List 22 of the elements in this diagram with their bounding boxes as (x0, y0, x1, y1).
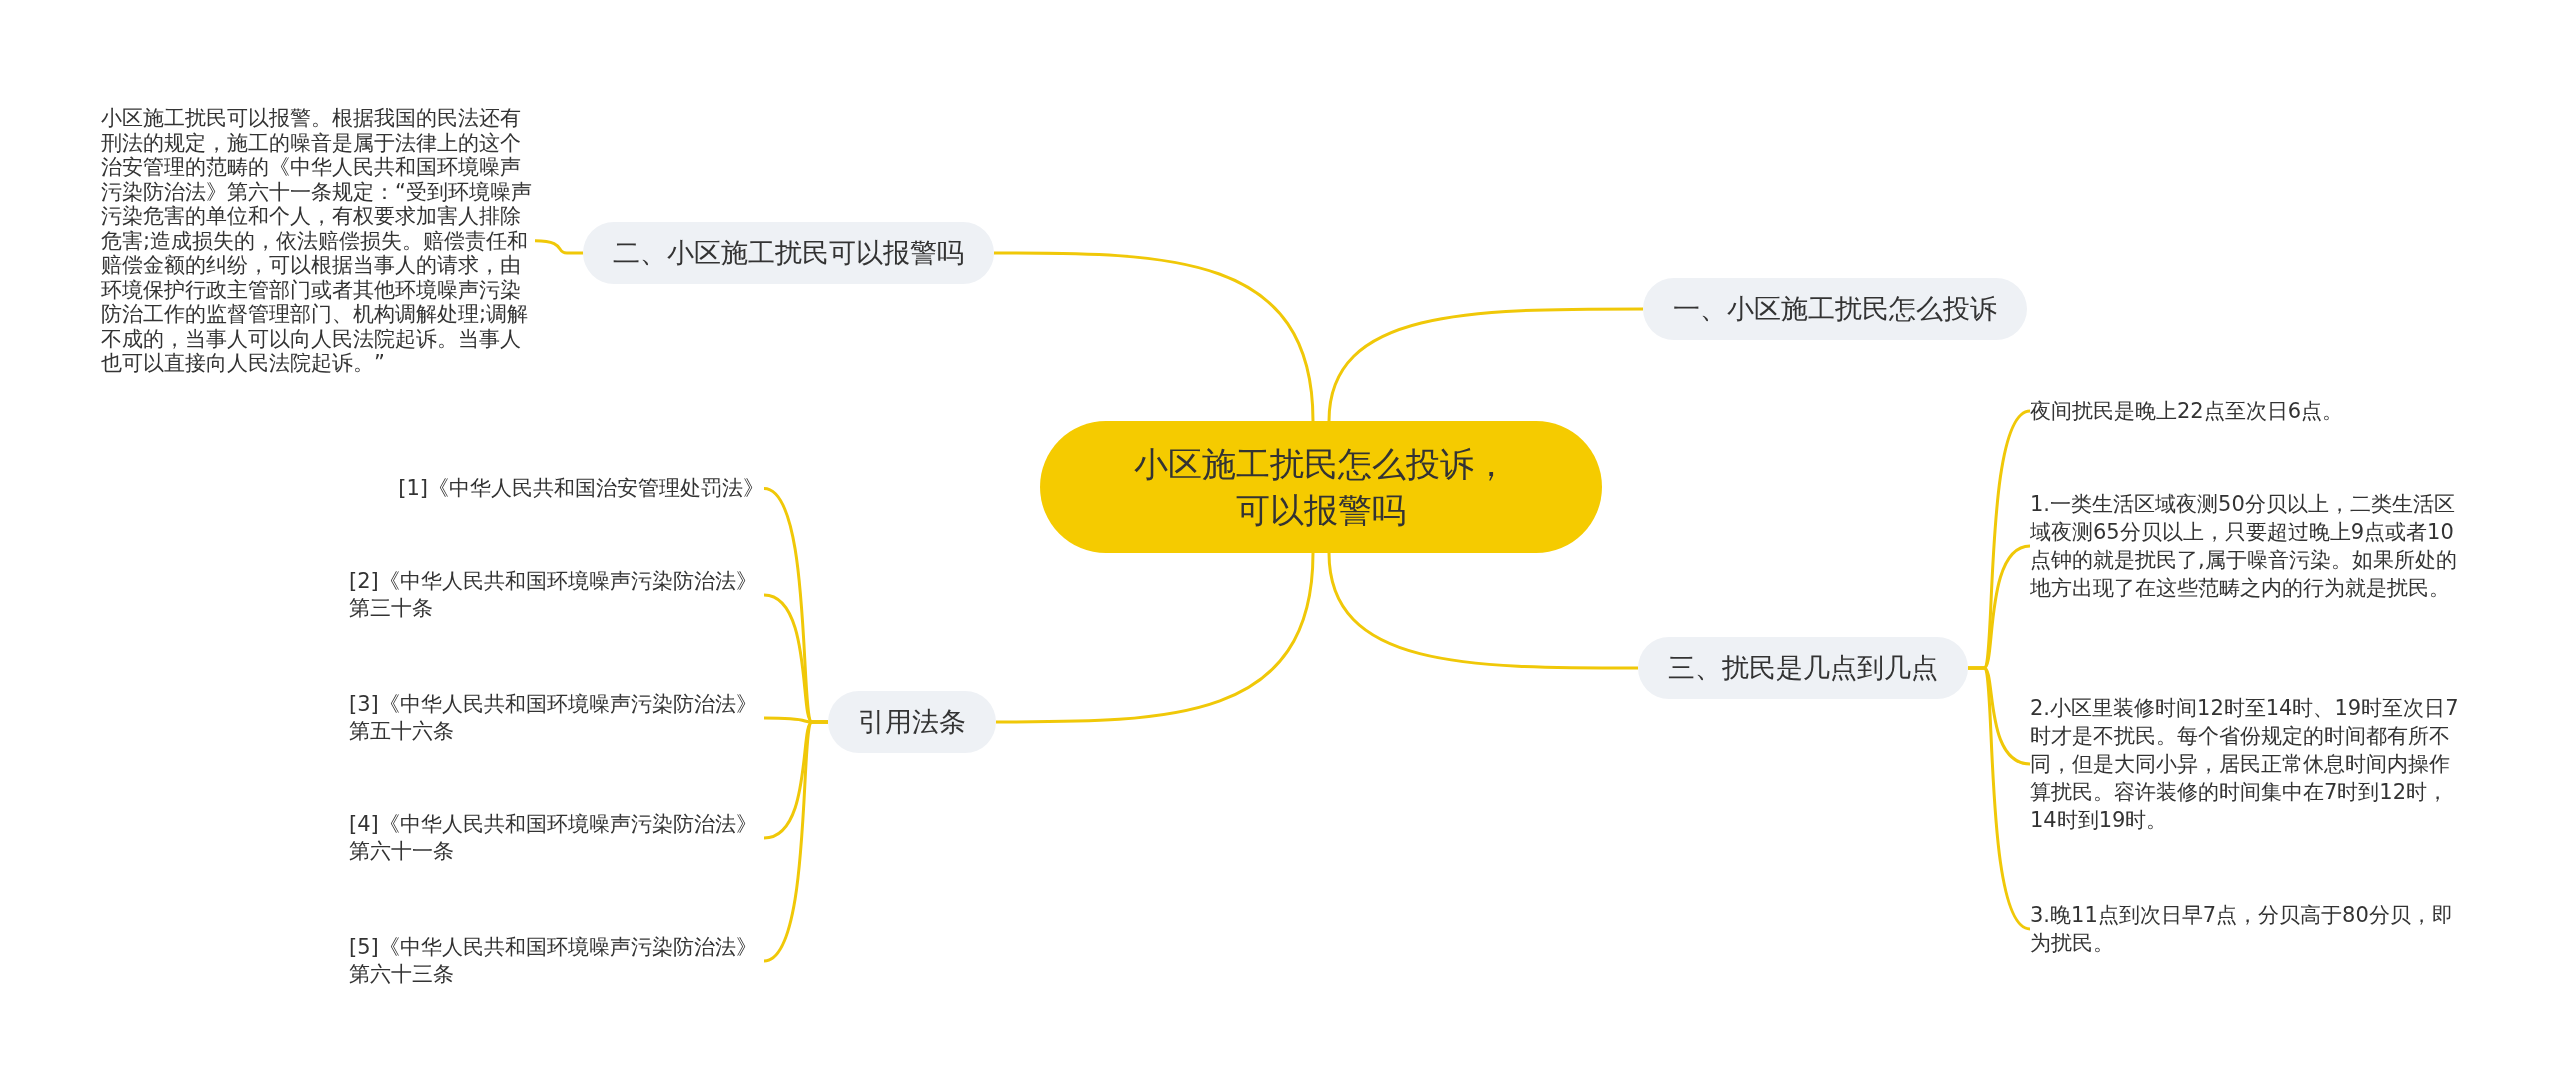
citation-text: [5]《中华人民共和国环境噪声污染防治法》第六十三条 (349, 934, 764, 988)
note-text: 1.一类生活区域夜测50分贝以上，二类生活区域夜测65分贝以上，只要超过晚上9点或者10点钟的就是扰民了,属于噪音污染。如果所处的地方出现了在这些范畴之内的行为就是扰民。 (2030, 490, 2462, 602)
central-topic: 小区施工扰民怎么投诉，可以报警吗 (1040, 421, 1602, 553)
connector-line (1327, 307, 1643, 422)
citation-text: [3]《中华人民共和国环境噪声污染防治法》第五十六条 (349, 691, 764, 745)
note-text: 2.小区里装修时间12时至14时、19时至次日7时才是不扰民。每个省份规定的时间都有所不同，但是大同小异，居民正常休息时间内操作算扰民。容许装修的时间集中在7时到12时，14时到19时。 (2030, 694, 2462, 834)
topic-pill: 三、扰民是几点到几点 (1638, 637, 1968, 699)
connector-line (996, 552, 1315, 724)
topic-pill: 一、小区施工扰民怎么投诉 (1643, 278, 2027, 340)
connector-line (534, 239, 583, 255)
citation-text: [2]《中华人民共和国环境噪声污染防治法》第三十条 (349, 568, 764, 622)
topic-pill: 引用法条 (828, 691, 996, 753)
topic-pill: 二、小区施工扰民可以报警吗 (583, 222, 994, 284)
connector-line (1327, 552, 1638, 670)
connector-line (763, 720, 828, 963)
connector-line (1968, 666, 2031, 931)
connector-line (994, 251, 1315, 422)
note-text: 小区施工扰民可以报警。根据我国的民法还有刑法的规定，施工的噪音是属于法律上的这个治安管理的范畴的《中华人民共和国环境噪声污染防治法》第六十一条规定：“受到环境噪声污染危害的单位和个人，有权要求加害人排除危害;造成损失的，依法赔偿损失。赔偿责任和赔偿金额的纠纷，可以根据当事人的请求，由环境保护行政主管部门或者其他环境噪声污染防治工作的监督管理部门、机构调解处理;调解不成的，当事人可以向人民法院起诉。当事人也可以直接向人民法院起诉。” (101, 106, 535, 376)
citation-text: [4]《中华人民共和国环境噪声污染防治法》第六十一条 (349, 811, 764, 865)
note-text: 夜间扰民是晚上22点至次日6点。 (2030, 397, 2462, 425)
citation-text: [1]《中华人民共和国治安管理处罚法》 (398, 475, 764, 502)
note-text: 3.晚11点到次日早7点，分贝高于80分贝，即为扰民。 (2030, 901, 2462, 957)
